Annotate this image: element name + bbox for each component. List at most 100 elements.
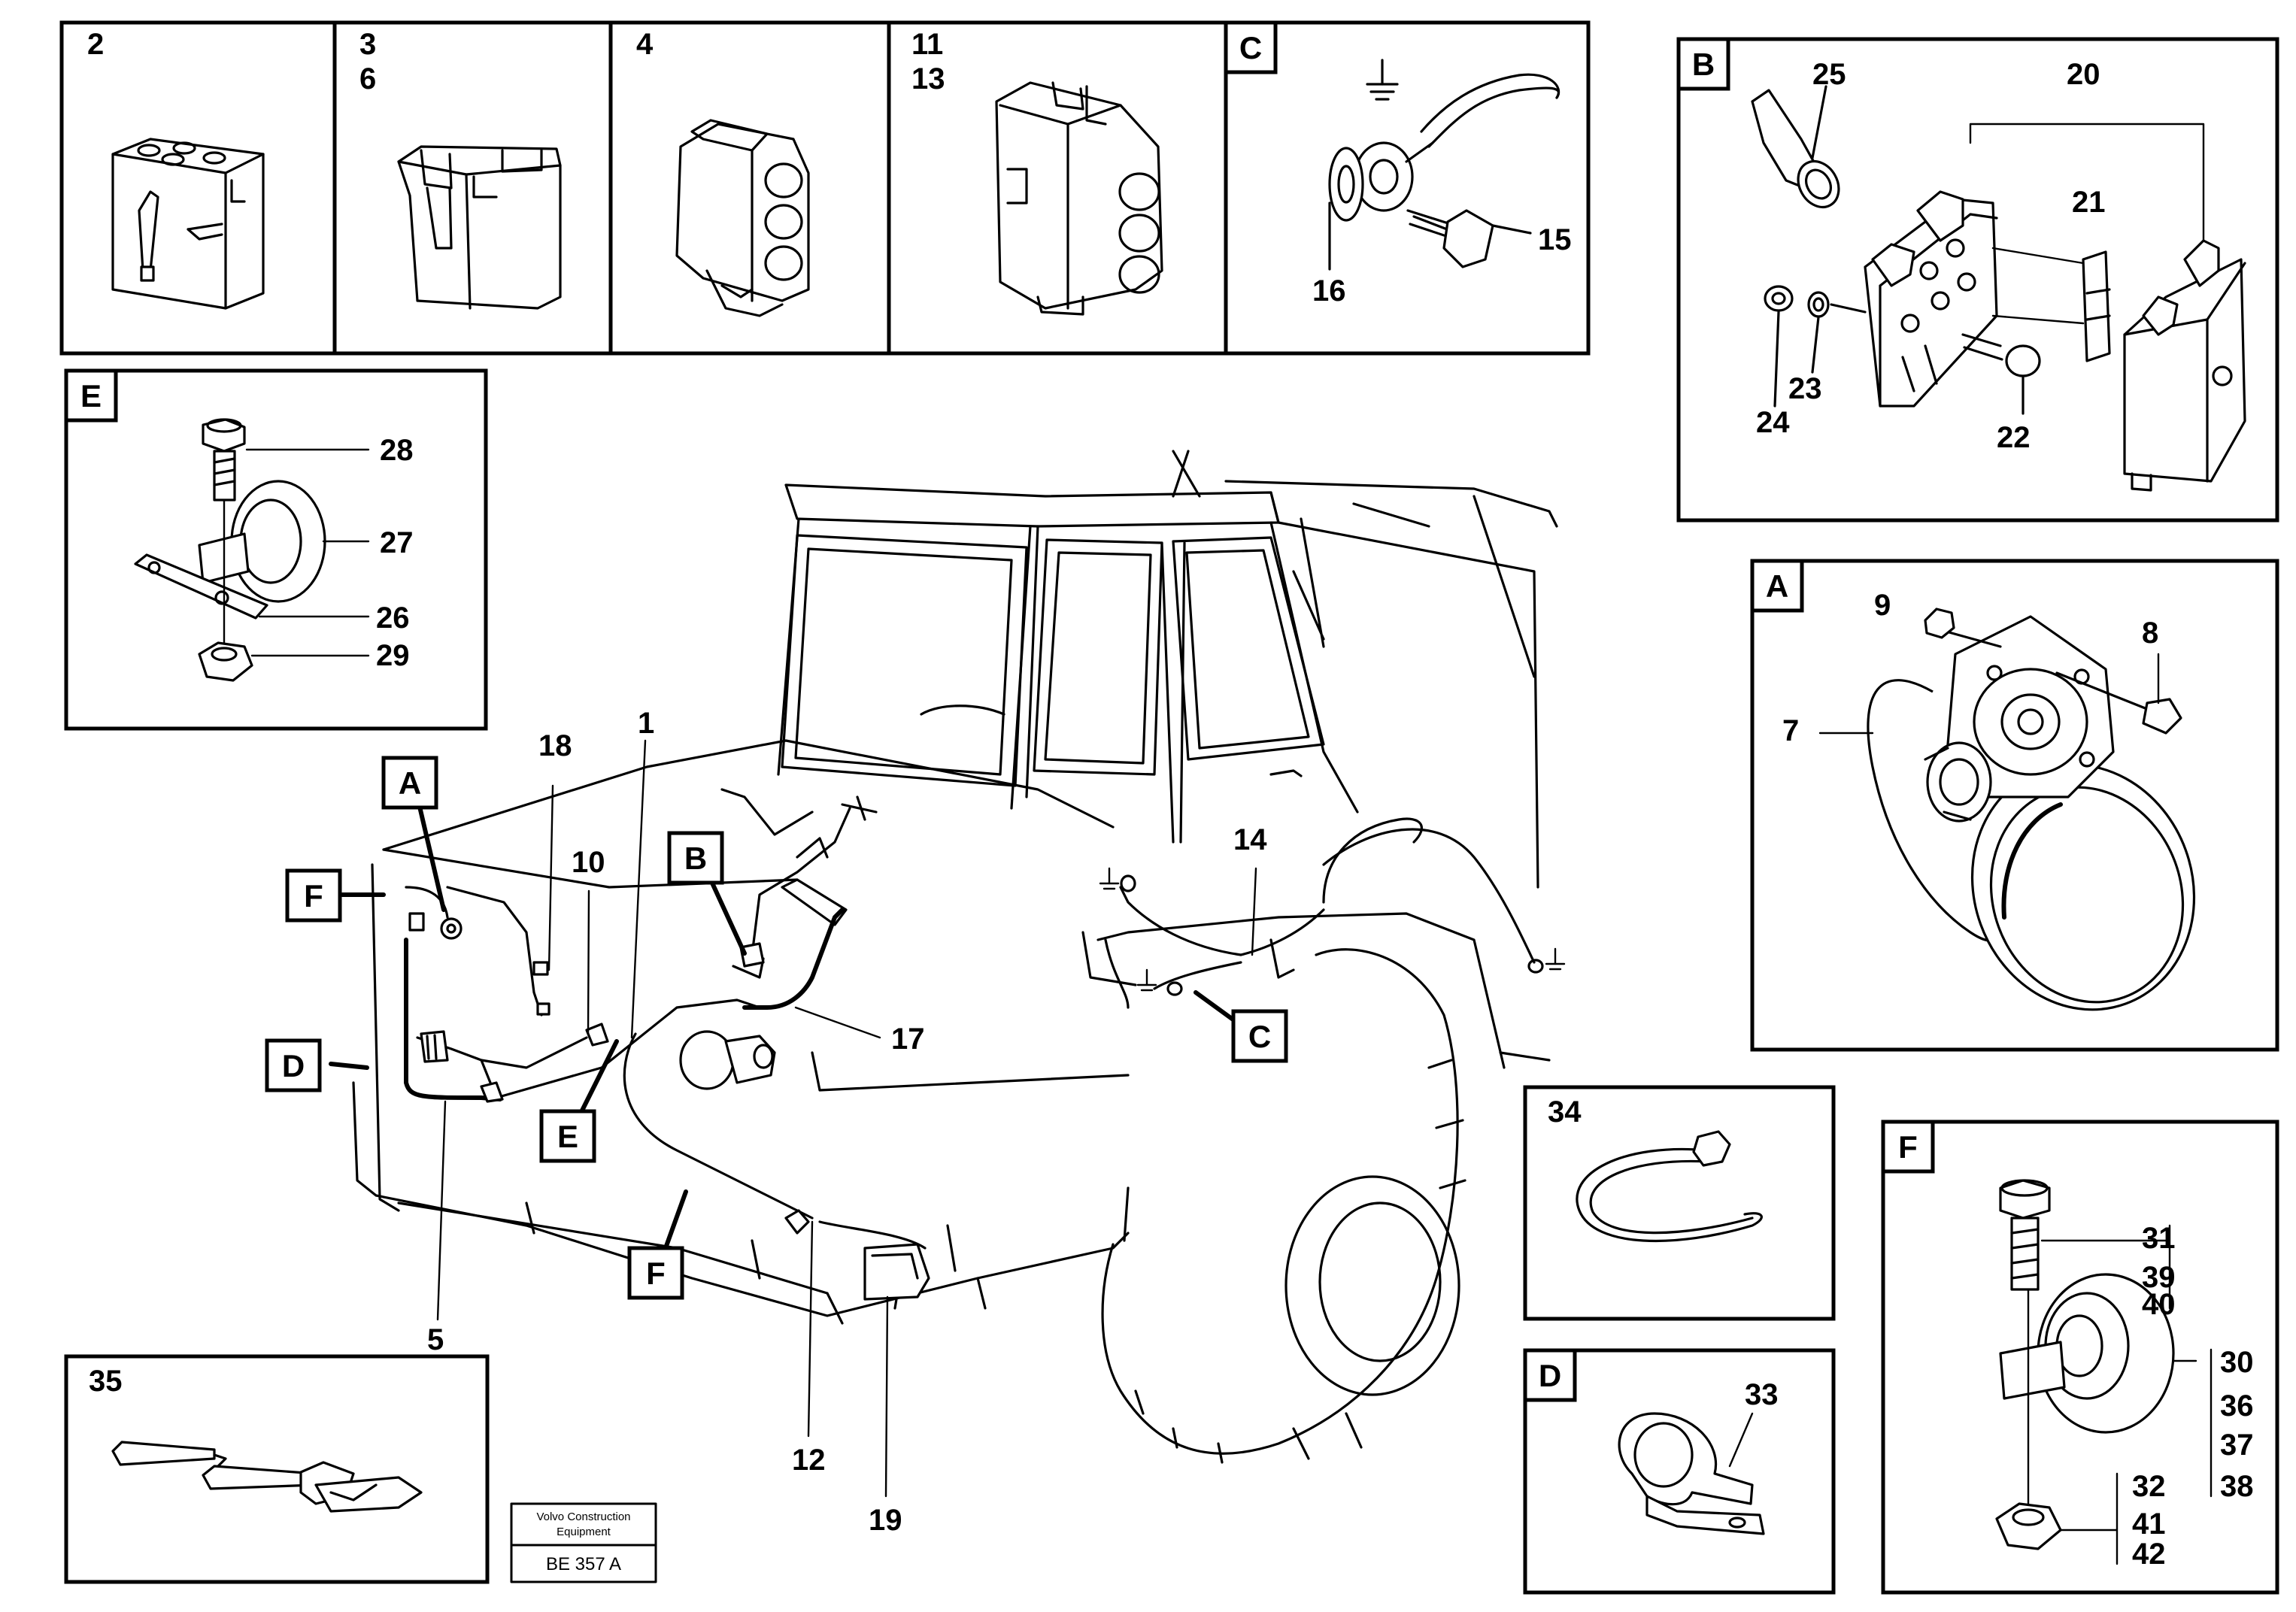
company-line-1: Volvo Construction: [536, 1510, 630, 1523]
panel-a: A 9 8 7: [1750, 559, 2279, 1052]
panel-tag-label: C: [1239, 30, 1262, 65]
connector-11-drawing: [995, 81, 1163, 316]
panel-frame: [1881, 1120, 2279, 1595]
panel-f: F 31 39 40 30 36 37 38 32 41 42: [1881, 1120, 2279, 1595]
label: 14: [1233, 823, 1267, 856]
label: 19: [869, 1504, 902, 1537]
label: 20: [2067, 58, 2100, 91]
panel-3: 3 6: [359, 28, 562, 310]
clamp-bolt-drawing: [1999, 1179, 2051, 1291]
label: 26: [376, 601, 410, 635]
panel-4: 4: [636, 28, 810, 317]
label: 27: [380, 526, 414, 559]
ground-symbol-icon: [1366, 59, 1399, 101]
panel-c: C 15 16: [1224, 20, 1572, 308]
tag-label: F: [646, 1256, 666, 1291]
panel-tag: [1523, 1348, 1577, 1402]
label: 41: [2132, 1507, 2166, 1541]
ground-symbols-main: [1099, 867, 1566, 996]
label: 40: [2142, 1288, 2176, 1321]
leader-30: [2172, 1348, 2213, 1498]
main-tag-f-2: F: [627, 1246, 684, 1300]
label: 35: [89, 1365, 123, 1398]
connector-2-drawing: [111, 138, 265, 310]
fuse-holder-cover-drawing: [2123, 239, 2246, 492]
label: 25: [1812, 58, 1846, 91]
panel-2: 2: [87, 28, 265, 310]
panel-frame: [1523, 1348, 1836, 1595]
label: 21: [2072, 186, 2106, 219]
panel-tag-label: B: [1692, 47, 1715, 82]
label: 37: [2220, 1429, 2254, 1462]
label: 11: [911, 28, 943, 61]
label: 34: [1548, 1095, 1582, 1129]
main-tag-b: B: [667, 831, 724, 885]
main-components-drawing: [408, 912, 930, 1310]
panel-tag-label: F: [1898, 1129, 1918, 1165]
main-tag-c: C: [1231, 1009, 1288, 1063]
tag-label: A: [399, 765, 421, 801]
label: 2: [87, 28, 104, 61]
panel-frame: [64, 1354, 490, 1584]
flange-nut-drawing: [198, 498, 253, 682]
tag-label: E: [557, 1119, 578, 1154]
panel-tag-label: E: [80, 378, 102, 414]
panel-tag: [1224, 20, 1278, 74]
tag-label: B: [684, 841, 707, 876]
label: 42: [2132, 1538, 2166, 1571]
clamp-plate-drawing: [134, 553, 268, 620]
p-clip-drawing: [1618, 1412, 1765, 1535]
cab-drawing: [777, 450, 1558, 889]
nut-washer-screw-drawing: [1764, 285, 2041, 415]
panel-e: E 28 27 26 29: [64, 368, 488, 731]
label: 8: [2142, 617, 2158, 650]
panel-frame: [1750, 559, 2279, 1052]
label: 30: [2220, 1346, 2254, 1379]
connector-3-drawing: [397, 145, 562, 310]
label: 31: [2142, 1222, 2176, 1255]
label: 12: [792, 1444, 826, 1477]
wheel-drawing: [1096, 817, 1551, 1464]
panel-frame: [1676, 37, 2279, 523]
label: 28: [380, 434, 414, 467]
rubber-clamp-drawing: [1999, 1273, 2175, 1434]
main-tag-a: A: [381, 756, 438, 810]
clamp-bolt-drawing: [202, 418, 246, 501]
panel-tag: [1750, 559, 1804, 613]
label: 10: [572, 846, 605, 879]
main-leader-lines: [329, 739, 1257, 1498]
panel-34: 34: [1523, 1085, 1836, 1321]
fuse-holder-drawing: [1864, 190, 1998, 408]
label: 22: [1997, 421, 2031, 454]
panel-frame: [1523, 1085, 1836, 1321]
label: 3: [359, 28, 376, 61]
ground-cable-drawing: 15 16: [1312, 73, 1572, 308]
main-machine-view: A F D E B C F 18 10 1 14 17: [265, 450, 1566, 1537]
panel-tag: [64, 368, 118, 423]
tag-label: C: [1248, 1019, 1271, 1054]
panel-35: 35: [64, 1354, 490, 1584]
label: 4: [636, 28, 654, 61]
label: 16: [1312, 274, 1346, 308]
label: 33: [1745, 1378, 1779, 1411]
tag-label: D: [282, 1048, 305, 1083]
label: 23: [1788, 372, 1822, 405]
panel-frame: [64, 368, 488, 731]
ground-icon: [1545, 947, 1566, 971]
volvo-stamp: Volvo Construction Equipment BE 357 A: [510, 1502, 657, 1583]
label: 38: [2220, 1470, 2254, 1503]
leader-20: [1969, 123, 2205, 242]
ground-icon: [1099, 867, 1120, 890]
label: 24: [1756, 406, 1790, 439]
label: 18: [538, 729, 572, 762]
main-tag-d: D: [265, 1038, 322, 1092]
panel-tag: [1676, 37, 1730, 91]
panel-tag-label: A: [1766, 568, 1788, 604]
rubber-boot-drawing: [1751, 85, 1840, 209]
cable-tie-drawing: [1576, 1130, 1763, 1243]
panel-tag: [1881, 1120, 1935, 1174]
label: 17: [891, 1023, 925, 1056]
label: 29: [376, 639, 410, 672]
ground-icon: [1136, 968, 1157, 992]
fuse-holder-clip-drawing: [1991, 247, 2111, 362]
